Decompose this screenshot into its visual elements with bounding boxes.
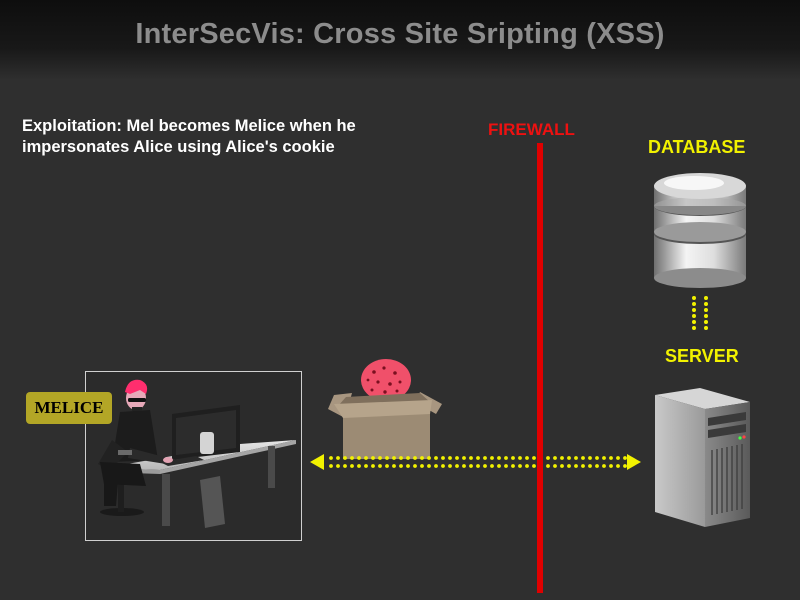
database-label: DATABASE — [648, 137, 746, 157]
cookie-icon — [361, 359, 411, 401]
box-with-cookie — [328, 359, 442, 459]
firewall-label: FIREWALL — [488, 120, 575, 139]
caption-line-2: impersonates Alice using Alice's cookie — [22, 138, 335, 156]
page-title: InterSecVis: Cross Site Sripting (XSS) — [135, 18, 665, 50]
bidirectional-arrow — [310, 454, 641, 470]
server-tower-icon — [655, 388, 750, 527]
database-icon — [654, 173, 746, 288]
exploitation-caption: Exploitation: Mel becomes Melice when he… — [22, 116, 422, 158]
attacker-at-desk — [98, 379, 296, 528]
firewall-line — [537, 143, 543, 593]
caption-line-1: Exploitation: Mel becomes Melice when he — [22, 117, 356, 135]
melice-badge: MELICE — [26, 392, 112, 424]
title-bar — [0, 0, 800, 80]
db-server-connector — [692, 296, 708, 330]
server-label: SERVER — [665, 346, 739, 366]
